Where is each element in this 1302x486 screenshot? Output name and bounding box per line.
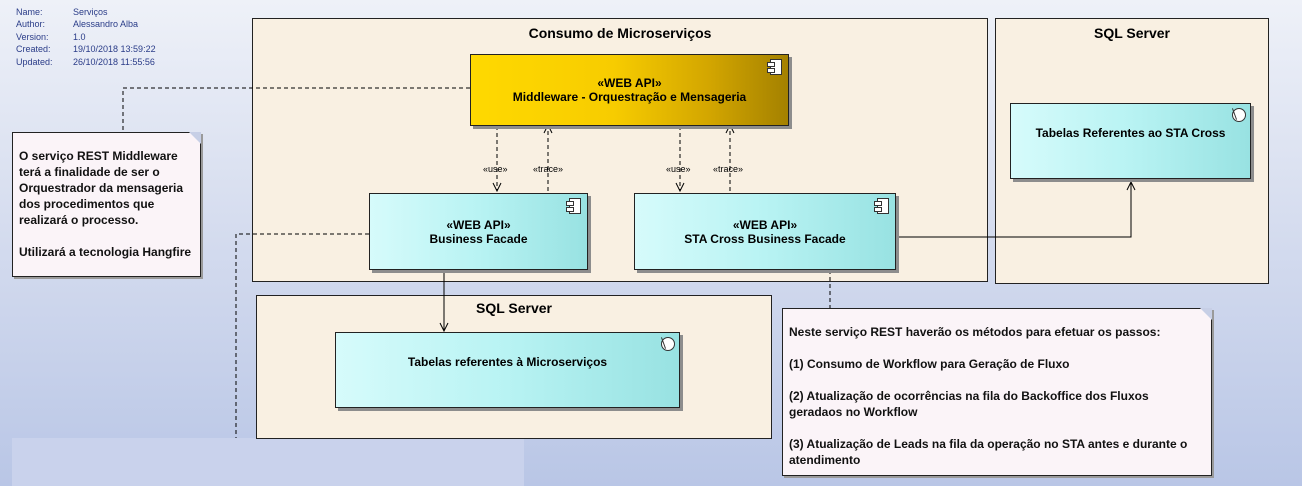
note-link-middleware <box>122 87 470 132</box>
stereotype: «WEB API» <box>732 217 798 232</box>
component-icon <box>874 198 889 214</box>
meta-value: 1.0 <box>73 31 86 42</box>
table-icon <box>661 337 675 351</box>
trace-label: «trace» <box>533 164 563 174</box>
component-sta-facade[interactable]: «WEB API» STA Cross Business Facade <box>634 193 896 270</box>
meta-key: Created: <box>16 44 51 55</box>
use-label: «use» <box>483 164 508 174</box>
component-icon <box>767 59 782 75</box>
note-paragraph: Utilizará a tecnologia Hangfire <box>19 245 192 259</box>
stereotype: «WEB API» <box>446 217 511 232</box>
table-microservicos[interactable]: Tabelas referentes à Microserviços <box>335 332 680 408</box>
note-sta-facade[interactable]: Neste serviço REST haverão os métodos pa… <box>782 308 1212 476</box>
background-strip <box>12 438 524 486</box>
note-paragraph: O serviço REST Middleware terá a finalid… <box>19 149 184 227</box>
note-paragraph: Neste serviço REST haverão os métodos pa… <box>789 325 1161 339</box>
table-name: Tabelas Referentes ao STA Cross <box>1035 126 1226 140</box>
sta-to-tables-link <box>895 182 1131 238</box>
note-corner <box>189 132 201 144</box>
table-name: Tabelas referentes à Microserviços <box>407 355 608 369</box>
meta-key: Author: <box>16 19 46 30</box>
stereotype: «WEB API» <box>597 76 662 90</box>
component-middleware[interactable]: «WEB API» Middleware - Orquestração e Me… <box>470 54 789 126</box>
meta-value: 26/10/2018 11:55:56 <box>73 56 155 67</box>
table-icon <box>1232 108 1246 122</box>
meta-key: Updated: <box>16 56 53 67</box>
note-corner <box>1200 308 1212 320</box>
package-title: SQL Server <box>475 300 552 316</box>
component-business-facade[interactable]: «WEB API» Business Facade <box>369 193 588 270</box>
meta-value: 19/10/2018 13:59:22 <box>73 44 156 55</box>
component-icon <box>566 198 581 214</box>
trace-label: «trace» <box>713 164 743 174</box>
note-middleware[interactable]: O serviço REST Middleware terá a finalid… <box>12 132 201 277</box>
meta-value: Alessandro Alba <box>73 19 139 30</box>
note-paragraph: (2) Atualização de ocorrências na fila d… <box>789 389 1149 419</box>
package-title: Consumo de Microserviços <box>528 25 712 41</box>
note-link-facade <box>235 233 369 438</box>
use-label: «use» <box>666 164 691 174</box>
component-name: Business Facade <box>429 231 528 246</box>
component-name: STA Cross Business Facade <box>684 231 846 246</box>
meta-value: Serviços <box>73 7 108 17</box>
component-name: Middleware - Orquestração e Mensageria <box>512 90 747 104</box>
note-paragraph: (3) Atualização de Leads na fila da oper… <box>789 437 1188 467</box>
meta-key: Version: <box>16 31 49 42</box>
package-title: SQL Server <box>1093 25 1170 41</box>
table-sta-cross[interactable]: Tabelas Referentes ao STA Cross <box>1010 103 1251 179</box>
meta-key: Name: <box>16 7 43 17</box>
diagram-metadata: Name: Serviços Author: Alessandro Alba Ver… <box>16 6 156 68</box>
note-paragraph: (1) Consumo de Workflow para Geração de … <box>789 357 1070 371</box>
